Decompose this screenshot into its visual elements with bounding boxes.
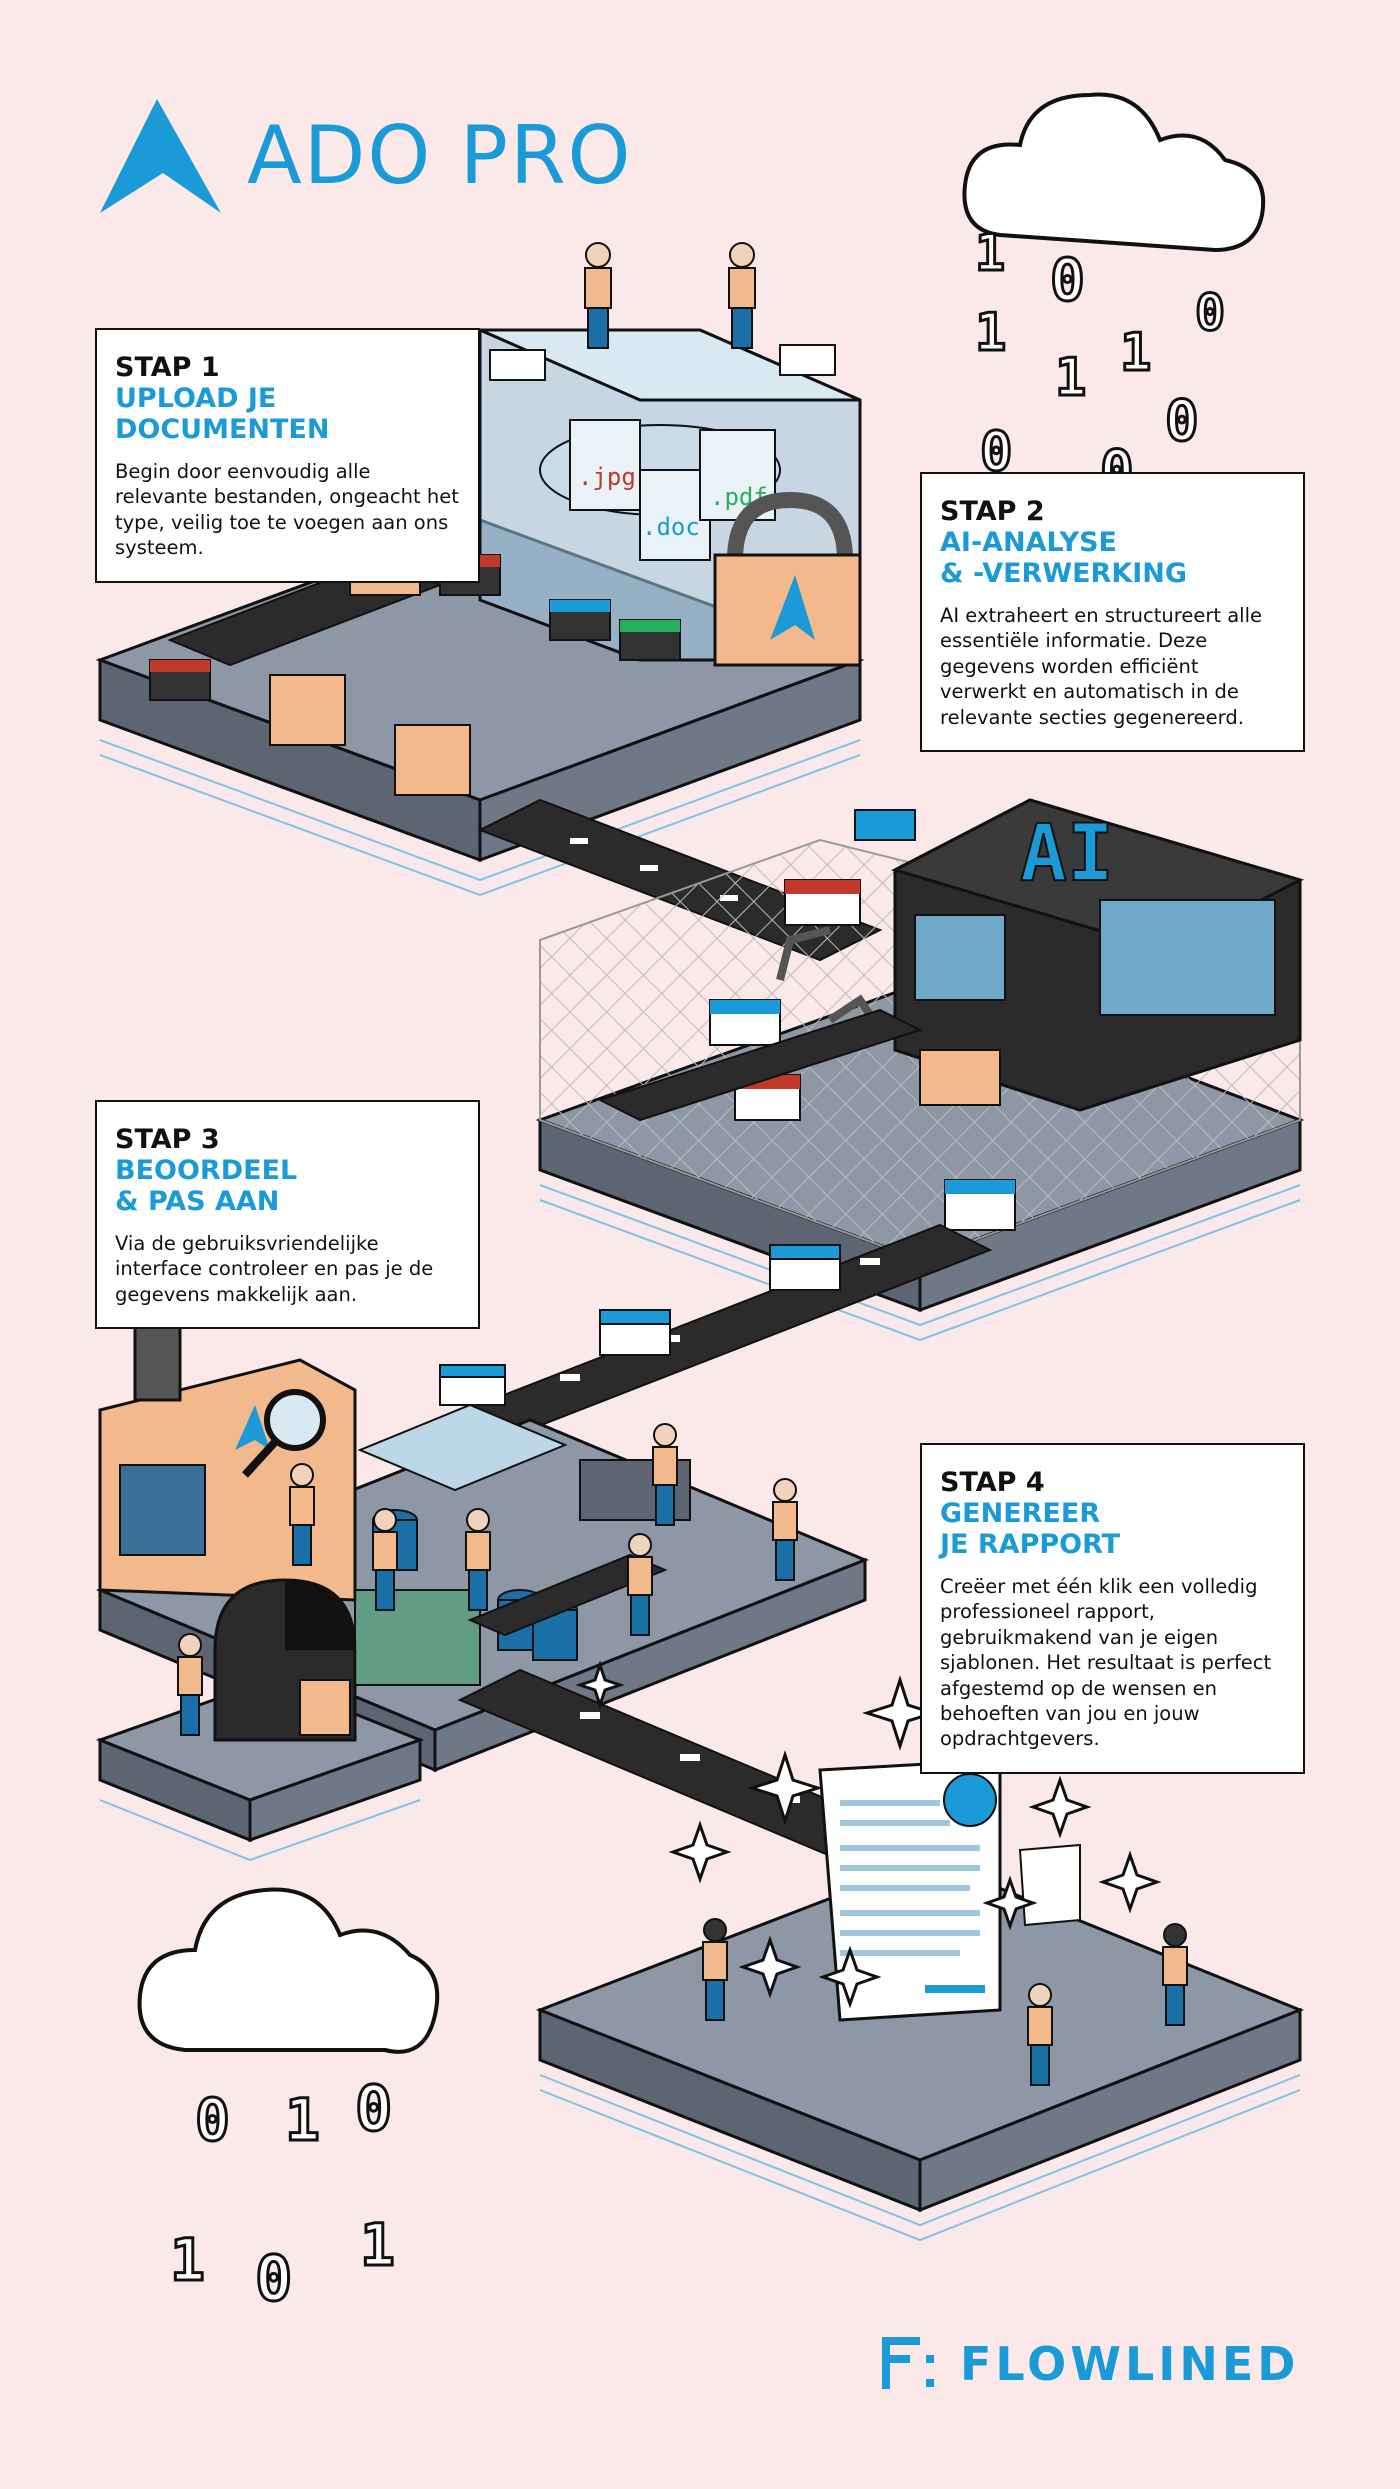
svg-text:1: 1 (360, 2211, 395, 2279)
svg-text:1: 1 (975, 224, 1005, 282)
step-3-body: Via de gebruiksvriendelijke interface co… (115, 1232, 434, 1306)
stage3-platform (95, 1318, 869, 1862)
step-1-card: STAP 1 UPLOAD JE DOCUMENTEN Begin door e… (95, 328, 480, 583)
step-2-number: STAP 2 (940, 496, 1045, 527)
step-4-body: Creëer met één klik een volledig profess… (940, 1575, 1272, 1751)
stage2-platform: AI (535, 798, 1305, 1342)
step-1-title-line1: UPLOAD JE (115, 383, 277, 415)
step-3-number: STAP 3 (115, 1124, 220, 1155)
step-2-body: AI extraheert en structureert alle essen… (940, 604, 1262, 729)
flowlined-logo: FLOWLINED (880, 2335, 1299, 2393)
flowlined-mark-icon (882, 2337, 934, 2389)
flowlined-name: FLOWLINED (960, 2337, 1300, 2391)
svg-text:0: 0 (1050, 246, 1085, 314)
svg-text:1: 1 (975, 303, 1006, 363)
step-4-card: STAP 4 GENEREER JE RAPPORT Creëer met éé… (920, 1443, 1305, 1774)
svg-text:1: 1 (170, 2226, 205, 2294)
step-2-title-line2: & -VERWERKING (940, 558, 1188, 590)
step-4-title-line1: GENEREER (940, 1498, 1101, 1530)
svg-text:0: 0 (1165, 389, 1199, 454)
step-1-title-line2: DOCUMENTEN (115, 414, 330, 446)
svg-text:0: 0 (195, 2086, 230, 2154)
svg-text:.doc: .doc (642, 513, 700, 541)
brand-logo: ADO PRO (95, 95, 633, 215)
svg-text:0: 0 (255, 2242, 292, 2315)
step-4-number: STAP 4 (940, 1467, 1045, 1498)
svg-text:0: 0 (355, 2072, 392, 2145)
cloud-icon (137, 1887, 440, 2054)
svg-text:1: 1 (1120, 323, 1151, 383)
svg-text:AI: AI (1020, 809, 1114, 899)
magnifier-icon (242, 1389, 326, 1478)
svg-text:1: 1 (285, 2086, 320, 2154)
step-4-title-line2: JE RAPPORT (940, 1529, 1121, 1561)
step-3-title-line1: BEOORDEEL (115, 1155, 298, 1187)
stage4-platform (535, 1758, 1305, 2242)
lock-icon (713, 491, 862, 667)
step-2-card: STAP 2 AI-ANALYSE & -VERWERKING AI extra… (920, 472, 1305, 752)
step-2-title-line1: AI-ANALYSE (940, 527, 1117, 559)
logo-mark-icon (100, 99, 221, 213)
svg-text:1: 1 (1055, 348, 1086, 408)
svg-text:0: 0 (1195, 284, 1225, 342)
step-3-title-line2: & PAS AAN (115, 1186, 280, 1218)
svg-text:.jpg: .jpg (578, 463, 636, 491)
sparkle-icon (575, 1660, 1162, 2009)
brand-name: ADO PRO (247, 108, 633, 202)
step-1-number: STAP 1 (115, 352, 220, 383)
cloud-icon (962, 92, 1266, 253)
step-3-card: STAP 3 BEOORDEEL & PAS AAN Via de gebrui… (95, 1100, 480, 1330)
step-1-body: Begin door eenvoudig alle relevante best… (115, 460, 459, 560)
